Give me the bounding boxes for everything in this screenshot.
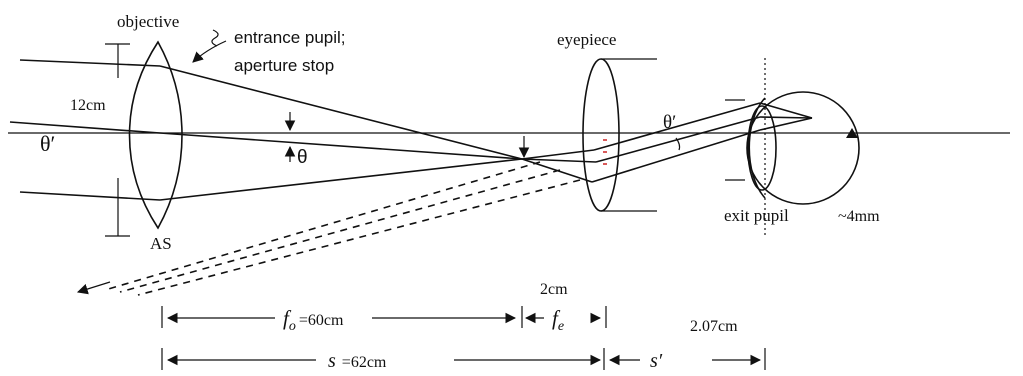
exit-pupil-size-label: ~4mm bbox=[838, 208, 880, 225]
eye bbox=[725, 58, 860, 238]
exit-rays bbox=[591, 102, 813, 183]
eye-distance-label: 2.07cm bbox=[690, 318, 738, 335]
fo-symbol: f bbox=[283, 306, 292, 330]
fe-symbol: f bbox=[552, 306, 561, 330]
theta-prime-left-label: θ′ bbox=[40, 131, 55, 156]
fe-subscript: e bbox=[558, 319, 564, 334]
entrance-pupil-label-line2: aperture stop bbox=[234, 56, 334, 75]
dimension-fo bbox=[161, 306, 523, 328]
aperture-diameter-label: 12cm bbox=[70, 97, 106, 114]
eyepiece-outline-lines bbox=[601, 58, 657, 212]
eyepiece-label: eyepiece bbox=[557, 30, 616, 49]
aperture-height-markers bbox=[105, 43, 130, 237]
aperture-stop-abbrev-label: AS bbox=[150, 234, 172, 253]
s-prime-label: s′ bbox=[650, 350, 663, 372]
entrance-pupil-label-line1: entrance pupil; bbox=[234, 28, 346, 47]
theta-label: θ bbox=[297, 147, 308, 168]
fo-subscript: o bbox=[289, 319, 296, 334]
exit-pupil-label: exit pupil bbox=[724, 206, 789, 225]
dimension-fe bbox=[524, 306, 607, 328]
entrance-pupil-squiggle bbox=[211, 29, 219, 47]
eyepiece-red-marks bbox=[603, 139, 607, 165]
objective-label: objective bbox=[117, 12, 179, 31]
fo-value: =60cm bbox=[299, 312, 344, 329]
fe-label: fe bbox=[552, 306, 564, 334]
theta-prime-right-label: θ′ bbox=[663, 112, 676, 133]
s-value: =62cm bbox=[342, 354, 387, 371]
entrance-pupil-pointer bbox=[192, 40, 227, 63]
s-label: s =62cm bbox=[328, 350, 387, 372]
eyepiece-gap-label: 2cm bbox=[540, 281, 568, 298]
dimension-s bbox=[161, 348, 605, 370]
s-symbol: s bbox=[328, 350, 336, 372]
fo-label: fo=60cm bbox=[283, 306, 344, 334]
virtual-image-rays bbox=[76, 161, 581, 296]
objective-lens bbox=[128, 40, 183, 230]
incoming-rays bbox=[9, 59, 523, 201]
dimension-s-prime bbox=[608, 348, 766, 370]
eyepiece-lens bbox=[582, 58, 620, 212]
theta-prime-arc bbox=[675, 137, 681, 151]
